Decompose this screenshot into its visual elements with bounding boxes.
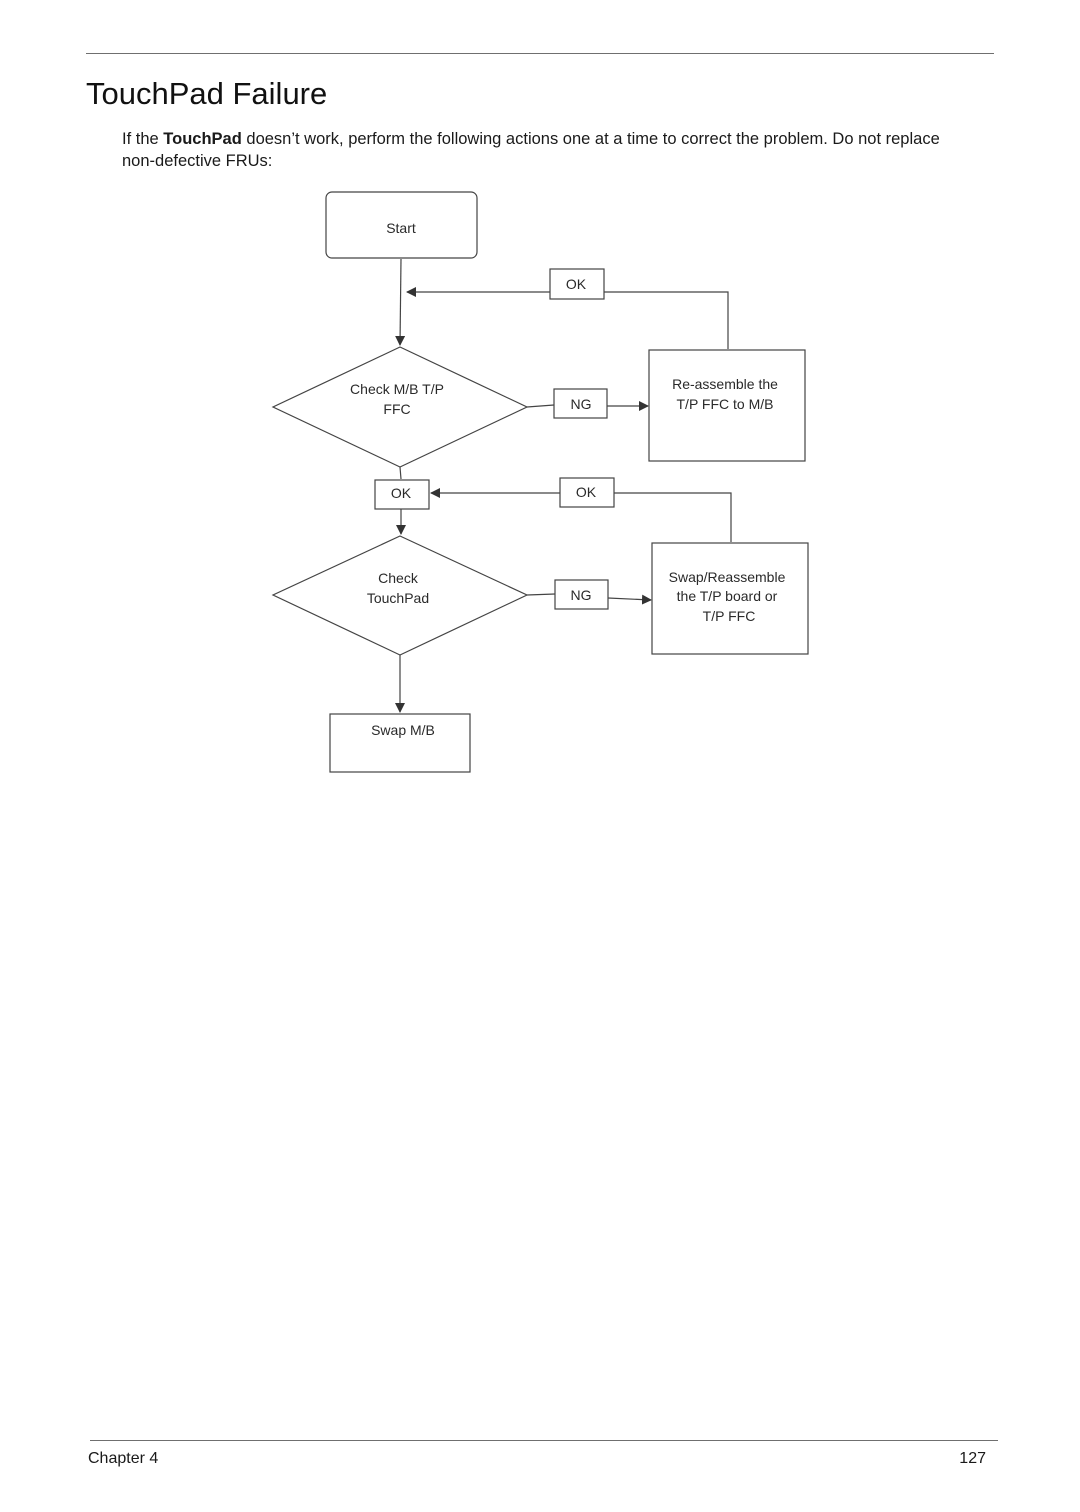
connector-ok-loop1 — [407, 292, 729, 349]
footer-page-number: 127 — [959, 1450, 986, 1467]
intro-text-before: If the — [122, 130, 164, 148]
decision1-line1: Check M/B T/P — [350, 381, 444, 397]
label-box-ok-loop1 — [549, 268, 605, 300]
connector-check1-to-ok — [399, 466, 402, 480]
label-box-ok-loop2 — [559, 477, 615, 508]
page-title: TouchPad Failure — [86, 76, 328, 111]
intro-text-bold: TouchPad — [163, 130, 242, 148]
footer-chapter: Chapter 4 — [88, 1450, 159, 1467]
label-box-ng1 — [553, 388, 608, 419]
end-node-swap-mb — [329, 713, 471, 773]
ng2-label: NG — [571, 587, 592, 603]
ok-loop2-label: OK — [576, 484, 597, 500]
ok-loop1-label: OK — [566, 276, 587, 292]
ok-down-label: OK — [391, 485, 412, 501]
start-node — [325, 191, 478, 259]
start-label: Start — [386, 220, 416, 236]
label-box-ng2 — [554, 579, 609, 610]
connector-ng1 — [526, 405, 648, 407]
intro-text-after: doesn’t work, perform the following acti… — [122, 130, 940, 170]
action1-line1: Re-assemble the — [672, 376, 778, 392]
action2-line3: T/P FFC — [703, 608, 756, 624]
action2-line1: Swap/Reassemble — [669, 569, 786, 585]
connector-ok-loop2 — [431, 493, 732, 542]
action2-line2: the T/P board or — [677, 588, 778, 604]
flowchart: Start OK Check M/B T/P FFC NG Re-assembl… — [271, 191, 809, 773]
connector-start-to-check1 — [395, 258, 406, 346]
action1-line2: T/P FFC to M/B — [677, 396, 774, 412]
decision2-line1: Check — [378, 570, 419, 586]
footer-rule — [90, 1440, 998, 1441]
connector-ng2 — [526, 594, 651, 600]
ng1-label: NG — [571, 396, 592, 412]
decision1-line2: FFC — [383, 401, 410, 417]
decision2-line2: TouchPad — [367, 590, 429, 606]
action-swap-reassemble — [651, 542, 809, 655]
action-reassemble — [648, 349, 806, 462]
intro-paragraph: If the TouchPad doesn’t work, perform th… — [122, 128, 972, 172]
end-label: Swap M/B — [371, 722, 435, 738]
header-rule — [86, 53, 994, 54]
